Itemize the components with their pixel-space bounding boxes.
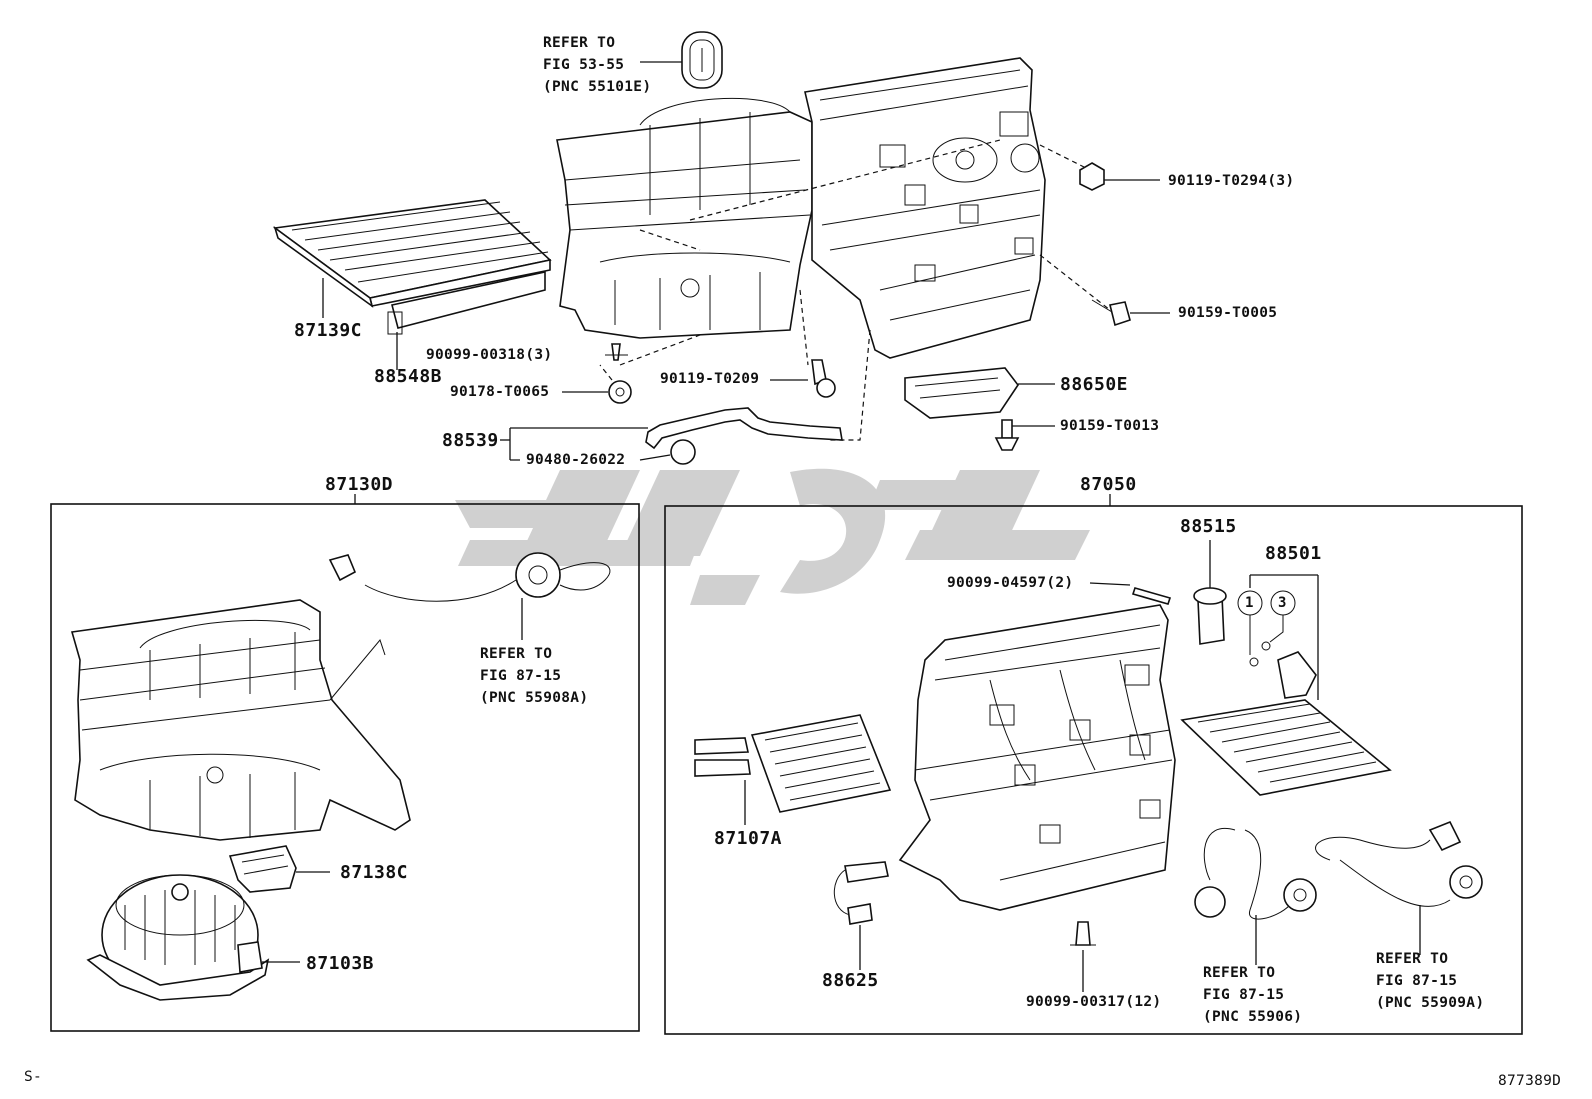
screw-90159-T0013 xyxy=(994,419,1055,451)
label-90099-00317: 90099-00317(12) xyxy=(1026,994,1162,1010)
servo-motor-left xyxy=(328,552,611,602)
label-87139C: 87139C xyxy=(294,320,363,341)
refer-right-line2: FIG 87-15 xyxy=(1376,973,1458,989)
cabin-air-filter-part xyxy=(272,199,552,308)
resistor-87138C xyxy=(228,845,330,893)
label-88625: 88625 xyxy=(822,970,879,991)
screw-90099-00318 xyxy=(605,343,628,361)
screw-90119-T0294 xyxy=(1079,162,1160,191)
label-88548B: 88548B xyxy=(374,366,443,387)
bolt-90099-04597 xyxy=(1089,582,1172,605)
screw-90099-00317 xyxy=(1070,921,1096,992)
evaporator-88501 xyxy=(1180,574,1392,796)
servo-motor-right xyxy=(1315,820,1483,955)
label-90099-04597: 90099-04597(2) xyxy=(947,575,1074,591)
label-90099-00318: 90099-00318(3) xyxy=(426,347,553,363)
label-87103B: 87103B xyxy=(306,953,375,974)
nut-90178-T0065 xyxy=(562,380,632,404)
refer-left-line2: FIG 87-15 xyxy=(480,668,562,684)
drain-hose-88539 xyxy=(500,407,843,465)
blower-motor-87103B xyxy=(86,874,300,1001)
label-circle-1: 1 xyxy=(1245,595,1254,611)
label-90119-T0294: 90119-T0294(3) xyxy=(1168,173,1295,189)
refer-mid-line1: REFER TO xyxy=(1203,965,1276,981)
refer-mid-line3: (PNC 55906) xyxy=(1203,1009,1303,1025)
label-90178-T0065: 90178-T0065 xyxy=(450,384,550,400)
refer-right-line3: (PNC 55909A) xyxy=(1376,995,1485,1011)
label-88501: 88501 xyxy=(1265,543,1322,564)
refer-mid-line2: FIG 87-15 xyxy=(1203,987,1285,1003)
blower-case-87130D xyxy=(70,599,411,841)
label-88515: 88515 xyxy=(1180,516,1237,537)
figure-id: 877389D xyxy=(1498,1073,1562,1089)
refer-note-right: REFER TO FIG 87-15 (PNC 55909A) xyxy=(1376,948,1484,1014)
expansion-valve-88515 xyxy=(1193,540,1227,645)
label-88650E: 88650E xyxy=(1060,374,1129,395)
servo-motor-mid xyxy=(1194,827,1317,965)
circle-callout-3 xyxy=(1261,590,1296,651)
refer-note-top: REFER TO FIG 53-55 (PNC 55101E) xyxy=(543,32,651,98)
filter-cover-part xyxy=(387,271,546,335)
grommet-part xyxy=(681,31,723,89)
label-90480-26022: 90480-26022 xyxy=(526,452,626,468)
label-90119-T0209: 90119-T0209 xyxy=(660,371,760,387)
screw-90119-T0209 xyxy=(770,359,836,398)
refer-note-left: REFER TO FIG 87-15 (PNC 55908A) xyxy=(480,643,588,709)
heater-case-87050 xyxy=(898,604,1176,911)
screw-90159-T0005 xyxy=(1091,299,1170,327)
refer-left-line1: REFER TO xyxy=(480,646,553,662)
label-circle-3: 3 xyxy=(1278,595,1287,611)
label-90159-T0005: 90159-T0005 xyxy=(1178,305,1278,321)
label-87050: 87050 xyxy=(1080,474,1137,495)
refer-top-line3: (PNC 55101E) xyxy=(543,79,652,95)
label-90159-T0013: 90159-T0013 xyxy=(1060,418,1160,434)
label-87107A: 87107A xyxy=(714,828,783,849)
label-87130D: 87130D xyxy=(325,474,394,495)
control-module-88650E xyxy=(904,367,1055,419)
refer-right-line1: REFER TO xyxy=(1376,951,1449,967)
blower-assembly-box xyxy=(50,503,640,1032)
refer-top-line2: FIG 53-55 xyxy=(543,57,625,73)
sensor-88625 xyxy=(833,861,889,970)
watermark-logo xyxy=(455,468,1090,605)
corner-code-left: S- xyxy=(24,1069,43,1085)
refer-top-line1: REFER TO xyxy=(543,35,616,51)
heater-core-87107A xyxy=(694,714,892,825)
label-87138C: 87138C xyxy=(340,862,409,883)
label-88539: 88539 xyxy=(442,430,499,451)
circle-callout-1 xyxy=(1237,590,1263,667)
refer-left-line3: (PNC 55908A) xyxy=(480,690,589,706)
top-hvac-assembly xyxy=(556,57,1111,441)
refer-note-mid: REFER TO FIG 87-15 (PNC 55906) xyxy=(1203,962,1302,1028)
heater-assembly-box xyxy=(664,505,1523,1035)
